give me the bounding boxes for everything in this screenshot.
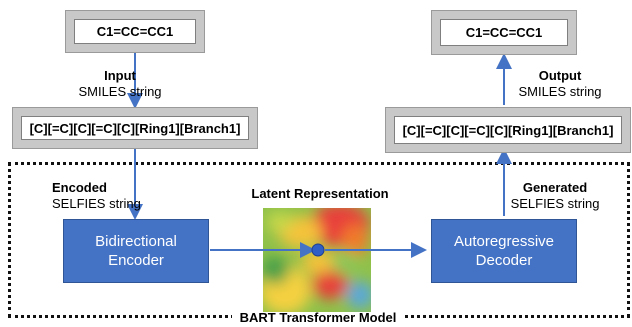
input-label: Input SMILES string — [50, 68, 190, 100]
input-smiles-box: C1=CC=CC1 — [65, 10, 205, 53]
decoder-block: Autoregressive Decoder — [431, 219, 577, 283]
input-smiles-text: C1=CC=CC1 — [74, 19, 196, 44]
model-label: BART Transformer Model — [232, 309, 404, 327]
output-label-title: Output — [538, 68, 582, 83]
generated-label-title: Generated — [522, 180, 588, 195]
encoder-line2: Encoder — [108, 252, 164, 269]
encoder-block: Bidirectional Encoder — [63, 219, 209, 283]
latent-label: Latent Representation — [251, 186, 389, 201]
decoder-line1: Autoregressive — [453, 233, 555, 250]
input-selfies-text: [C][=C][C][=C][C][Ring1][Branch1] — [21, 116, 249, 140]
output-smiles-box: C1=CC=CC1 — [431, 10, 577, 55]
generated-label-sub: SELFIES string — [510, 196, 600, 211]
latent-point — [311, 243, 325, 257]
input-selfies-box: [C][=C][C][=C][C][Ring1][Branch1] — [12, 107, 258, 149]
latent-heatmap — [263, 208, 371, 312]
output-selfies-box: [C][=C][C][=C][C][Ring1][Branch1] — [385, 107, 631, 153]
output-label-sub: SMILES string — [518, 84, 602, 99]
decoder-line2: Decoder — [475, 252, 533, 269]
output-smiles-text: C1=CC=CC1 — [440, 19, 568, 46]
input-label-sub: SMILES string — [78, 84, 162, 99]
encoded-label: Encoded SELFIES string — [52, 180, 192, 212]
encoded-label-title: Encoded — [52, 180, 107, 195]
output-selfies-text: [C][=C][C][=C][C][Ring1][Branch1] — [394, 116, 622, 144]
encoder-line1: Bidirectional — [95, 233, 177, 250]
input-label-title: Input — [104, 68, 136, 83]
encoded-label-sub: SELFIES string — [52, 196, 141, 211]
generated-label: Generated SELFIES string — [500, 180, 610, 212]
output-label: Output SMILES string — [500, 68, 620, 100]
